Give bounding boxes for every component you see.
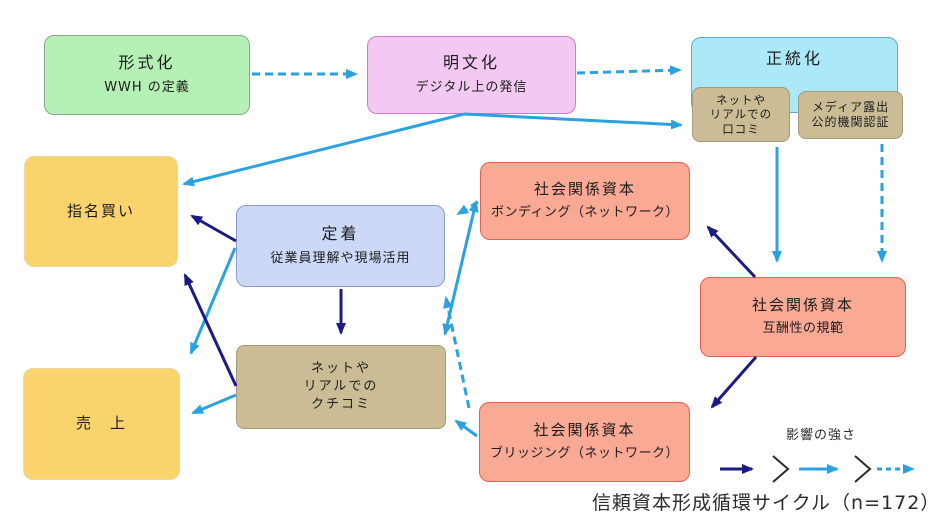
diagram-caption: 信頼資本形成循環サイクル（n=172） bbox=[592, 492, 940, 514]
arrow-reciprocity-bonding bbox=[706, 225, 757, 279]
arrow-articulation-legitimization bbox=[576, 65, 682, 76]
node-reciprocity-title: 社会関係資本 bbox=[751, 295, 854, 314]
arrow-reciprocity-bridging bbox=[710, 356, 758, 409]
node-reciprocity: 社会関係資本 互酬性の規範 bbox=[700, 277, 906, 357]
node-articulation: 明文化 デジタル上の発信 bbox=[367, 36, 576, 114]
arrow-retention-sales bbox=[189, 247, 237, 355]
node-brand-purchase: 指名買い bbox=[24, 156, 178, 267]
greater-than-icon bbox=[772, 455, 790, 483]
node-formalization: 形式化 WWH の定義 bbox=[44, 35, 250, 115]
arrow-bonding-retention bbox=[456, 200, 479, 216]
node-formalization-title: 形式化 bbox=[118, 52, 176, 72]
node-retention: 定着 従業員理解や現場活用 bbox=[236, 205, 445, 287]
node-bridging-subtitle: ブリッジング（ネットワーク） bbox=[489, 446, 679, 462]
greater-than-icon bbox=[854, 455, 872, 483]
node-reciprocity-subtitle: 互酬性の規範 bbox=[762, 321, 844, 337]
node-media: メディア露出 公的機関認証 bbox=[798, 91, 903, 139]
node-sales-title: 売 上 bbox=[75, 414, 127, 433]
arrow-kuchikomi-bonding-bidirectional bbox=[442, 200, 479, 336]
arrow-kuchikomi-brand-purchase bbox=[183, 273, 238, 387]
arrow-articulation-brand-purchase bbox=[182, 112, 465, 187]
node-retention-title: 定着 bbox=[321, 223, 360, 243]
node-bridging: 社会関係資本 ブリッジング（ネットワーク） bbox=[479, 402, 690, 482]
node-kuchikomi-title: ネットや リアルでの クチコミ bbox=[303, 360, 379, 413]
node-bridging-title: 社会関係資本 bbox=[533, 420, 636, 439]
node-articulation-subtitle: デジタル上の発信 bbox=[415, 80, 528, 96]
arrow-bridging-retention bbox=[443, 296, 471, 409]
node-bonding-title: 社会関係資本 bbox=[533, 179, 636, 198]
legend-arrows bbox=[720, 455, 915, 483]
node-wom-legit-title: ネットや リアルでの 口コミ bbox=[709, 92, 773, 136]
arrow-bridging-kuchikomi bbox=[454, 419, 478, 438]
node-kuchikomi: ネットや リアルでの クチコミ bbox=[236, 345, 446, 429]
node-bonding-subtitle: ボンディング（ネットワーク） bbox=[490, 205, 680, 221]
node-articulation-title: 明文化 bbox=[442, 52, 500, 72]
node-sales: 売 上 bbox=[23, 368, 180, 480]
arrow-retention-brand-purchase bbox=[190, 214, 237, 243]
node-brand-purchase-title: 指名買い bbox=[66, 201, 135, 220]
node-legitimization-title: 正統化 bbox=[765, 49, 823, 68]
arrow-kuchikomi-sales bbox=[191, 393, 237, 415]
node-retention-subtitle: 従業員理解や現場活用 bbox=[270, 251, 411, 267]
node-bonding: 社会関係資本 ボンディング（ネットワーク） bbox=[480, 162, 690, 240]
node-media-title: メディア露出 公的機関認証 bbox=[811, 100, 890, 129]
node-wom-legit: ネットや リアルでの 口コミ bbox=[692, 87, 790, 142]
arrow-articulation-wom-legit bbox=[463, 112, 683, 130]
node-formalization-subtitle: WWH の定義 bbox=[104, 80, 190, 96]
legend-title: 影響の強さ bbox=[785, 428, 856, 443]
